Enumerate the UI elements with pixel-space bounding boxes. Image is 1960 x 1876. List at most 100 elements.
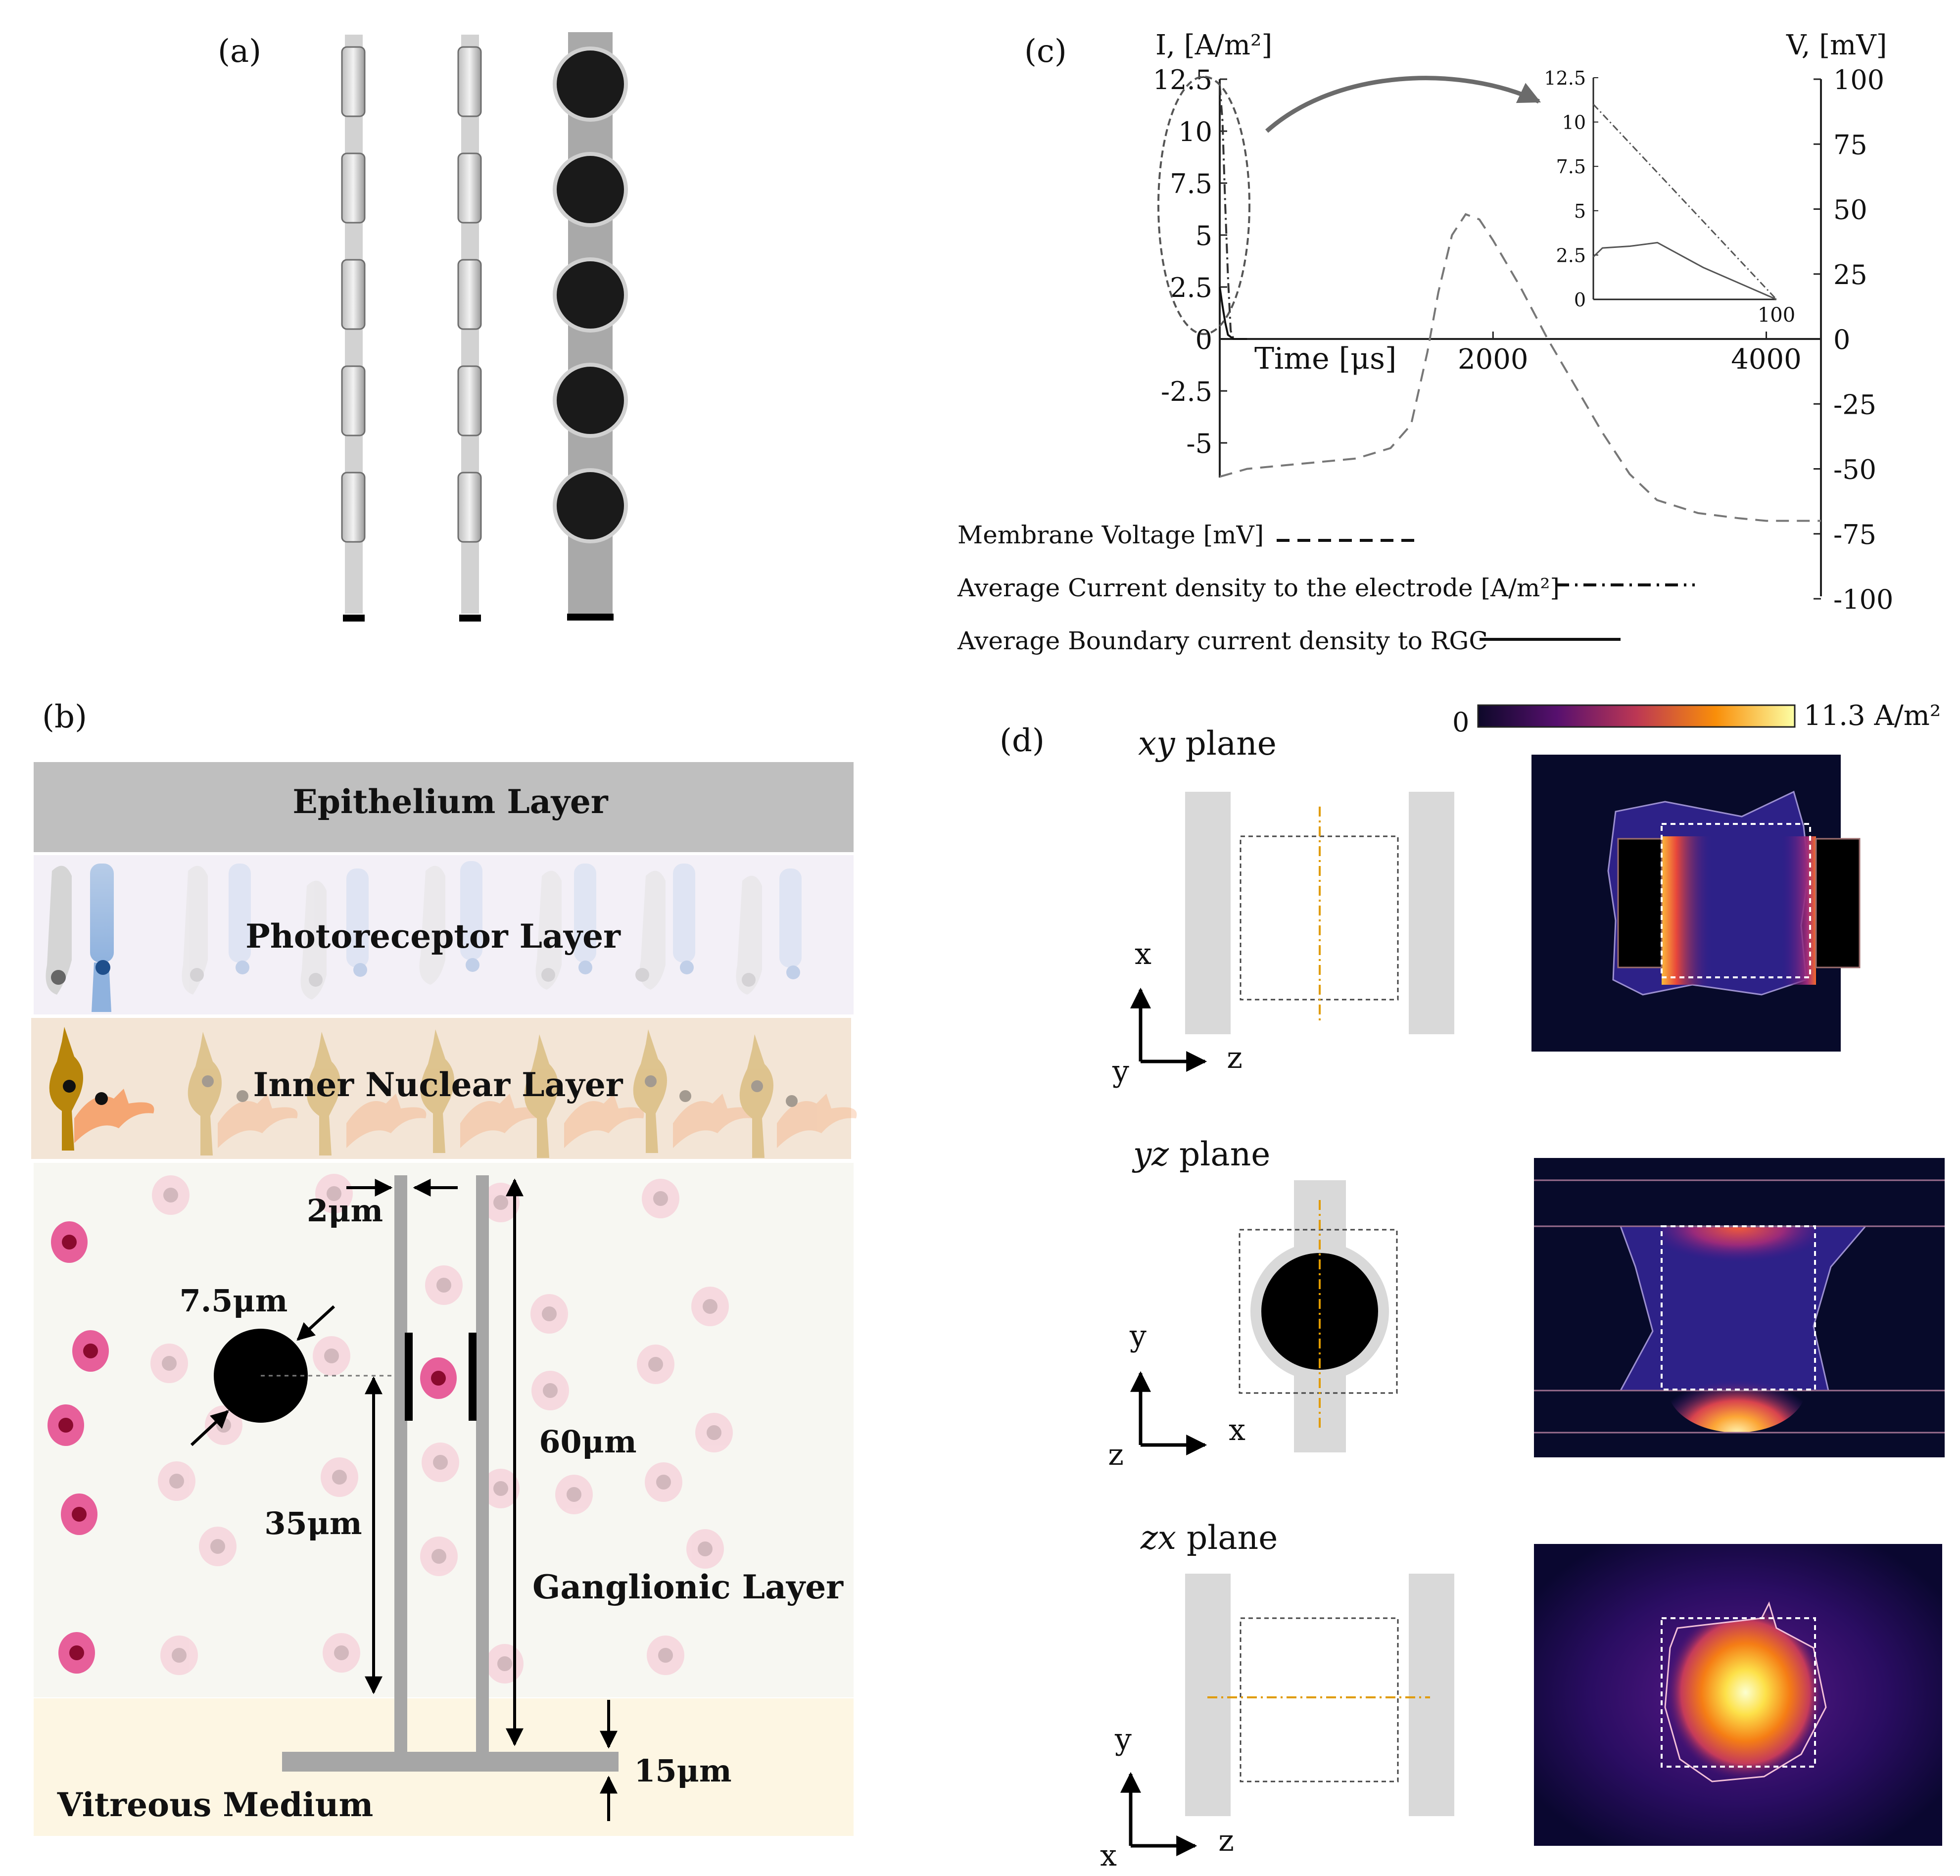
x-tick-label: 4000 bbox=[1731, 343, 1802, 376]
electrode-strip-3 bbox=[553, 32, 628, 621]
inset-series-rgc-current bbox=[1592, 241, 1777, 300]
xy-plane-title: xy plane bbox=[1138, 724, 1277, 763]
colorbar-min: 0 bbox=[1452, 707, 1469, 738]
right-tick-label: 50 bbox=[1833, 194, 1867, 226]
ganglion-cells bbox=[48, 1174, 733, 1684]
zx-axis-corner: x bbox=[1100, 1838, 1117, 1873]
electrode-contact-left bbox=[405, 1333, 413, 1421]
panel-b: (b) Epithelium Layer bbox=[31, 699, 857, 1836]
electrode-base bbox=[282, 1752, 619, 1772]
xy-axis-up: x bbox=[1135, 937, 1151, 971]
left-tick-label: -2.5 bbox=[1161, 376, 1212, 407]
inner-nuclear-layer bbox=[31, 1018, 851, 1159]
right-tick-label: -50 bbox=[1833, 454, 1876, 485]
yz-axis-corner: z bbox=[1108, 1438, 1124, 1472]
right-tick-label: 75 bbox=[1833, 129, 1867, 160]
epithelium-layer bbox=[34, 762, 854, 852]
zx-heatmap bbox=[1534, 1544, 1942, 1846]
right-tick-label: -25 bbox=[1833, 389, 1876, 420]
yz-plane: yz plane y x z bbox=[1108, 1135, 1945, 1472]
ganglion-cells-bright bbox=[48, 1221, 457, 1674]
electrode-shank-right bbox=[476, 1175, 489, 1754]
series-electrode-current bbox=[1219, 85, 1247, 340]
colorbar: 0 11.3 A/m² bbox=[1452, 700, 1941, 738]
yz-axis-right: x bbox=[1229, 1413, 1245, 1447]
electrode-disks-3 bbox=[553, 47, 628, 543]
zx-plane-title: zx plane bbox=[1140, 1519, 1278, 1557]
zx-axis-right: z bbox=[1218, 1824, 1234, 1858]
left-axis-title: I, [A/m²] bbox=[1155, 29, 1272, 61]
right-tick-label: 100 bbox=[1833, 64, 1884, 96]
inset-y-tick-label: 7.5 bbox=[1556, 156, 1586, 178]
dim-2um: 2μm bbox=[307, 1193, 383, 1229]
dim-35um: 35μm bbox=[264, 1505, 362, 1541]
panel-d-label: (d) bbox=[1000, 722, 1045, 759]
photoreceptor-label: Photoreceptor Layer bbox=[245, 917, 621, 956]
dim-7-5um: 7.5μm bbox=[180, 1283, 288, 1319]
electrode-contact-right bbox=[469, 1333, 477, 1421]
left-tick-label: 0 bbox=[1195, 324, 1212, 355]
colorbar-max: 11.3 A/m² bbox=[1804, 700, 1941, 732]
panel-a: (a) bbox=[218, 32, 628, 622]
inset-y-tick-label: 0 bbox=[1574, 289, 1586, 311]
right-tick-label: 25 bbox=[1833, 259, 1867, 290]
left-tick-label: 7.5 bbox=[1170, 168, 1212, 199]
legend-label-rgc-current: Average Boundary current density to RGC bbox=[957, 626, 1488, 655]
zoom-arrow bbox=[1265, 76, 1541, 133]
main-axes bbox=[1219, 79, 1822, 596]
xy-axis-corner: y bbox=[1112, 1054, 1129, 1089]
left-tick-label: 5 bbox=[1195, 220, 1212, 251]
electrode-disks-2 bbox=[457, 46, 482, 543]
ganglion-cells-faded bbox=[150, 1174, 733, 1684]
electrode-disks-1 bbox=[341, 46, 366, 543]
legend-label-voltage: Membrane Voltage [mV] bbox=[957, 521, 1264, 549]
panel-c: (c) I, [A/m²] V, [mV] Time [μs] 12.5 10 7.… bbox=[957, 29, 1893, 655]
xy-axis-right: z bbox=[1227, 1041, 1243, 1075]
zx-axis-indicator bbox=[1120, 1772, 1197, 1856]
panel-c-label: (c) bbox=[1024, 33, 1067, 70]
x-axis-title: Time [μs] bbox=[1254, 341, 1396, 376]
zoom-ellipse bbox=[1157, 76, 1250, 335]
dim-15um: 15μm bbox=[634, 1753, 731, 1789]
yz-plane-title: yz plane bbox=[1132, 1135, 1270, 1173]
series-rgc-current bbox=[1219, 287, 1247, 340]
photoreceptor-cells bbox=[46, 861, 802, 1012]
zx-plane: zx plane y z x bbox=[1100, 1519, 1942, 1873]
right-tick-label: 0 bbox=[1833, 324, 1850, 355]
legend-label-electrode-current: Average Current density to the electrode… bbox=[957, 574, 1560, 602]
x-tick-label: 2000 bbox=[1458, 343, 1529, 376]
dim-60um: 60μm bbox=[539, 1424, 636, 1460]
epithelium-label: Epithelium Layer bbox=[292, 782, 608, 821]
legend: Membrane Voltage [mV] Average Current de… bbox=[957, 521, 1695, 655]
chart-marks: 12.5107.552.50-2.5-51007550250-25-50-75-… bbox=[1153, 64, 1894, 615]
ganglionic-label: Ganglionic Layer bbox=[532, 1568, 844, 1606]
yz-heatmap bbox=[1534, 1158, 1945, 1457]
electrode-strip-1 bbox=[341, 35, 366, 622]
left-tick-label: -5 bbox=[1186, 428, 1212, 459]
left-tick-label: 2.5 bbox=[1170, 272, 1212, 303]
inset-series-electrode-current bbox=[1592, 103, 1777, 300]
inset-y-tick-label: 5 bbox=[1574, 200, 1586, 222]
inner-nuclear-cells bbox=[49, 1027, 857, 1158]
right-tick-label: -100 bbox=[1833, 584, 1893, 615]
electrode-strip-2 bbox=[457, 35, 482, 622]
xy-plane: xy plane x z y bbox=[1112, 724, 1861, 1089]
left-tick-label: 10 bbox=[1178, 116, 1212, 147]
yz-axis-indicator bbox=[1130, 1371, 1207, 1455]
electrode-side-view bbox=[214, 1175, 619, 1772]
yz-axis-up: y bbox=[1129, 1319, 1147, 1353]
dimension-arrows bbox=[190, 1178, 618, 1821]
inset-y-tick-label: 12.5 bbox=[1544, 67, 1586, 89]
zx-axis-up: y bbox=[1114, 1722, 1132, 1757]
series-membrane-voltage bbox=[1219, 213, 1821, 522]
panel-a-label: (a) bbox=[218, 33, 261, 70]
right-axis-title: V, [mV] bbox=[1786, 29, 1887, 61]
vitreous-label: Vitreous Medium bbox=[57, 1785, 374, 1824]
electrode-shank-left bbox=[394, 1175, 407, 1754]
panel-b-label: (b) bbox=[42, 699, 87, 735]
inset-y-tick-label: 10 bbox=[1562, 112, 1586, 134]
inset-x-tick-label: 100 bbox=[1758, 304, 1795, 327]
right-tick-label: -75 bbox=[1833, 519, 1876, 550]
